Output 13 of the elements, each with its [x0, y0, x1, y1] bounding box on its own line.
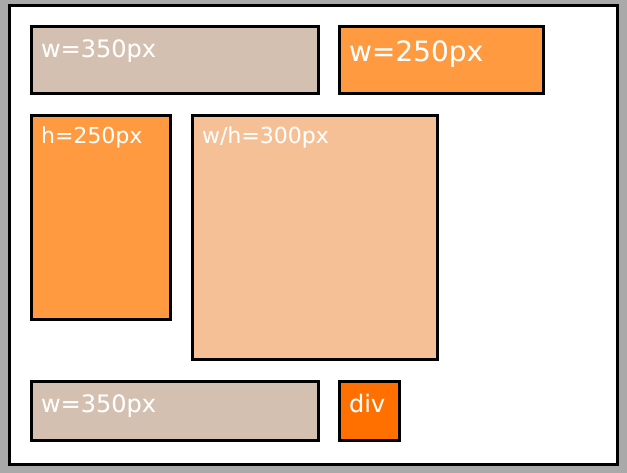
size-label: w=350px — [41, 34, 157, 65]
size-box — [191, 114, 439, 361]
size-box — [30, 380, 320, 442]
size-label: w/h=300px — [202, 123, 330, 151]
size-label: w=350px — [41, 389, 157, 420]
size-box — [338, 380, 401, 442]
size-label: w=250px — [349, 34, 484, 70]
size-box — [30, 25, 320, 95]
container-box — [8, 4, 619, 466]
size-box — [338, 25, 545, 95]
size-label: h=250px — [41, 123, 144, 151]
size-box — [30, 114, 172, 321]
size-label: div — [349, 389, 386, 420]
